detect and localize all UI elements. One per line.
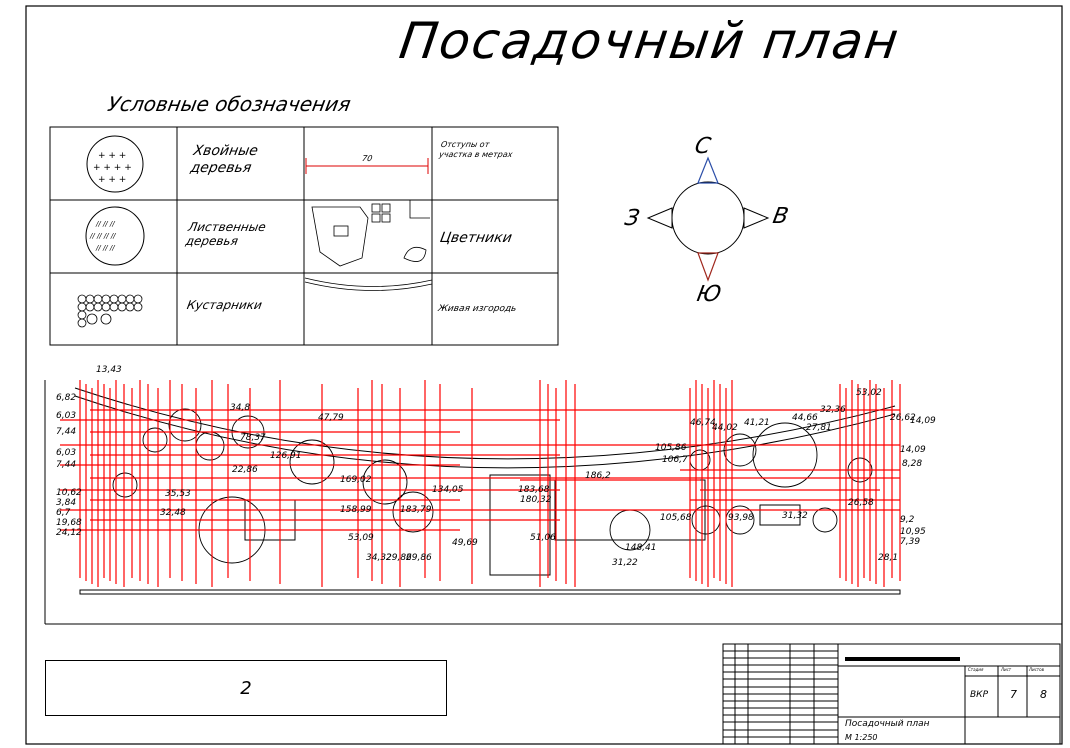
dimension-label: 134,05 xyxy=(432,485,464,495)
dimension-label: 7,39 xyxy=(900,537,920,547)
dimension-label: 24,12 xyxy=(56,528,82,538)
dimension-label: 34,8 xyxy=(230,403,250,413)
dimension-label: 49,69 xyxy=(452,538,478,548)
hedge-icon xyxy=(304,281,433,291)
site-outline xyxy=(44,380,1062,625)
dimension-labels: 6,82 6,03 7,44 6,03 7,44 10,623,846,719,6824,… xyxy=(56,365,936,568)
dimension-label: 53,09 xyxy=(348,533,374,543)
title-block-drawing-name: Посадочный план xyxy=(845,719,930,729)
dimension-label: 44,02 xyxy=(712,423,738,433)
svg-text:+ + + +: + + + + xyxy=(93,163,132,173)
compass-east-arrow xyxy=(743,207,770,229)
dimension-label: 78,37 xyxy=(240,433,266,443)
dimension-label: 8,28 xyxy=(902,459,922,469)
dimension-label: 9,2 xyxy=(900,515,915,525)
compass-west-arrow xyxy=(646,207,673,229)
compass-north-arrow xyxy=(697,156,719,184)
dimension-label: 47,79 xyxy=(318,413,344,423)
shrub-icon xyxy=(77,294,143,328)
dimension-label: 6,03 xyxy=(56,448,76,458)
dimension-label: 158,99 xyxy=(340,505,372,515)
svg-text:// // //: // // // xyxy=(95,244,115,252)
svg-text:+ + +: + + + xyxy=(98,175,126,185)
dimension-label: 148,41 xyxy=(625,543,657,553)
dimension-label: 7,44 xyxy=(56,427,76,437)
dimension-label: 31,32 xyxy=(782,511,808,521)
title-block-scale: М 1:250 xyxy=(845,733,878,742)
dimension-label: 41,21 xyxy=(744,418,770,428)
dimension-label: 44,66 xyxy=(792,413,818,423)
compass-south-arrow xyxy=(697,252,719,282)
dimension-label: 126,91 xyxy=(270,451,302,461)
svg-text:// // // //: // // // // xyxy=(89,232,116,240)
dimension-label: 13,43 xyxy=(96,365,122,375)
dimension-label: 27,81 xyxy=(806,423,832,433)
setback-dimension-icon xyxy=(305,158,429,174)
title-block-stage: ВКР xyxy=(970,690,988,700)
dimension-label: 22,86 xyxy=(232,465,258,475)
svg-text:+ + +: + + + xyxy=(98,151,126,161)
dimension-label: 10,62 xyxy=(56,488,82,498)
dimension-label: 183,68 xyxy=(518,485,550,495)
conifer-tree-icon: + + + + + + + + + + xyxy=(86,135,144,193)
dimension-label: 53,02 xyxy=(856,388,882,398)
dimension-label: 46,74 xyxy=(690,418,716,428)
dimension-label: 186,2 xyxy=(585,471,611,481)
dimension-label: 31,22 xyxy=(612,558,638,568)
dimension-label: 105,86 xyxy=(655,443,687,453)
title-block-sheet-header: Лист xyxy=(1001,667,1012,672)
dimension-label: 34,32 xyxy=(366,553,392,563)
dimension-label: 105,68 xyxy=(660,513,692,523)
dimension-label: 10,95 xyxy=(900,527,926,537)
dimension-label: 32,36 xyxy=(820,405,846,415)
svg-text:// // //: // // // xyxy=(95,220,115,228)
dimension-label: 180,32 xyxy=(520,495,552,505)
dimension-label: 93,98 xyxy=(728,513,754,523)
dimension-label: 106,7 xyxy=(662,455,688,465)
dimension-label: 28,1 xyxy=(878,553,898,563)
dimension-label: 19,68 xyxy=(56,518,82,528)
title-block-sheets: 8 xyxy=(1040,688,1047,701)
sheet-number-box: 2 xyxy=(45,660,447,716)
dimension-label: 26,58 xyxy=(848,498,874,508)
dimension-label: 6,82 xyxy=(56,393,76,403)
dimension-label: 32,48 xyxy=(160,508,186,518)
dimension-label: 3,84 xyxy=(56,498,76,508)
dimension-label: 7,44 xyxy=(56,460,76,470)
deciduous-tree-icon: // // // // // // // // // // xyxy=(85,206,145,266)
dimension-label: 29,86 xyxy=(406,553,432,563)
dimension-label: 26,62 xyxy=(890,413,916,423)
title-block-stage-header: Стадия xyxy=(968,667,984,672)
dimension-label: 6,7 xyxy=(56,508,71,518)
dimension-lines xyxy=(60,380,901,587)
dimension-label: 14,09 xyxy=(910,416,936,426)
dimension-label: 14,09 xyxy=(900,445,926,455)
dimension-label: 51,06 xyxy=(530,533,556,543)
dimension-label: 169,02 xyxy=(340,475,372,485)
flowerbed-icon xyxy=(304,200,433,287)
dimension-label: 35,53 xyxy=(165,489,191,499)
title-block-sheet: 7 xyxy=(1010,688,1017,701)
dimension-label: 29,86 xyxy=(386,553,412,563)
dimension-label: 183,79 xyxy=(400,505,432,515)
dimension-label: 6,03 xyxy=(56,411,76,421)
title-block-sheets-header: Листов xyxy=(1029,667,1044,672)
